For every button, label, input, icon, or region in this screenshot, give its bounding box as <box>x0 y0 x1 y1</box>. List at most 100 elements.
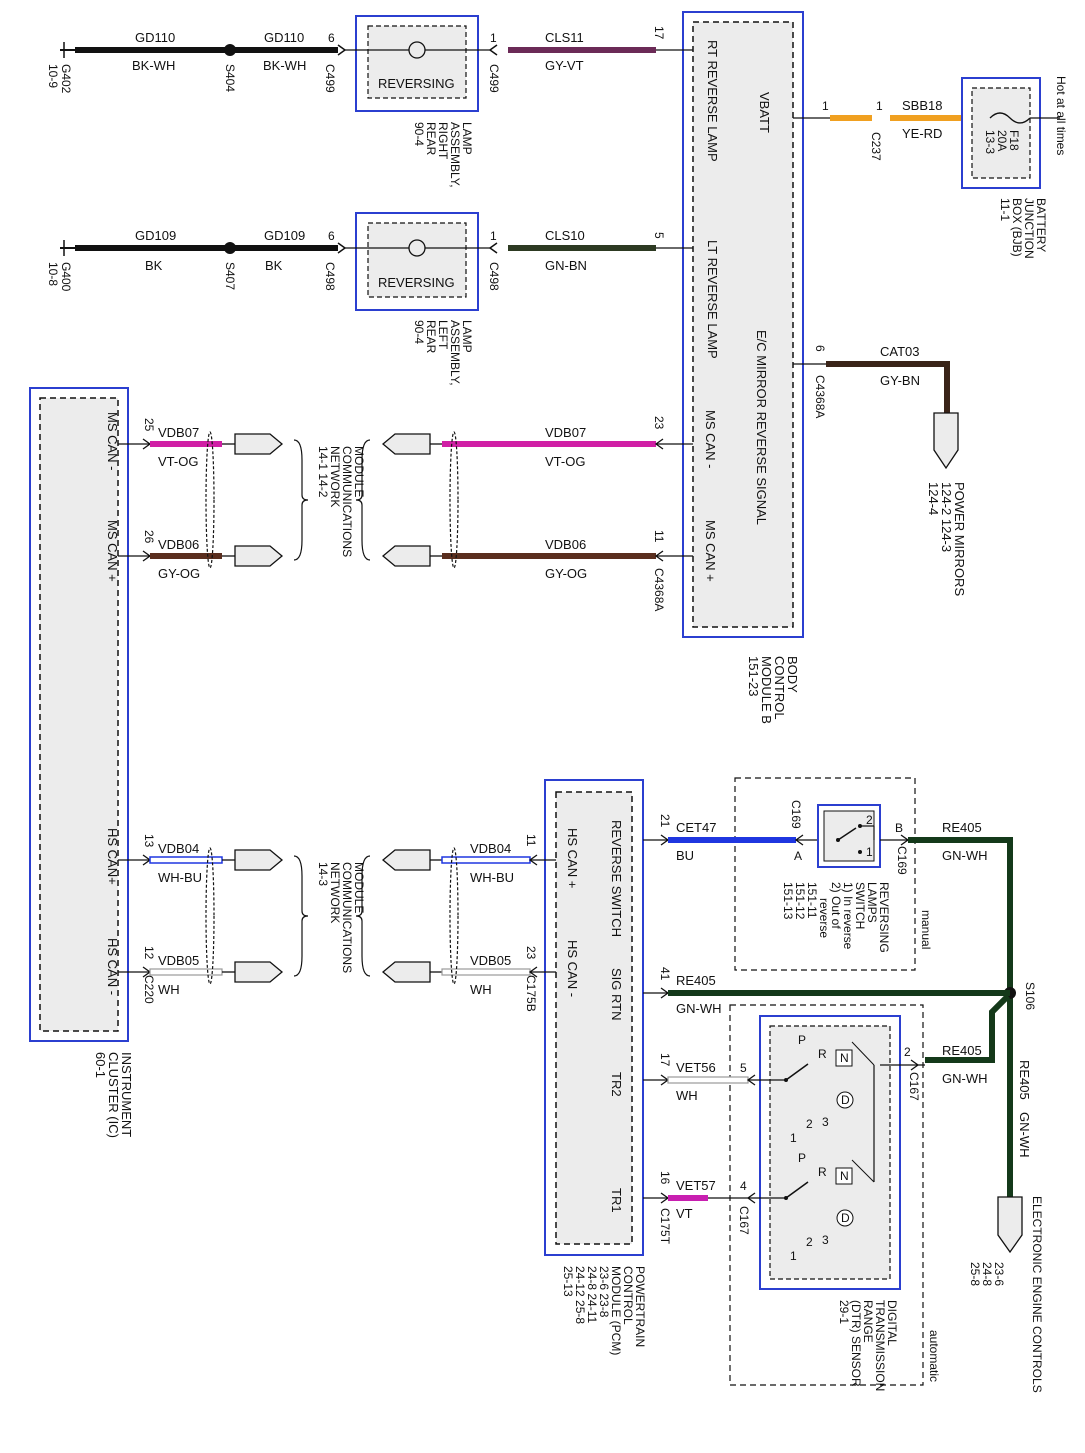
ground-g400-ref: 10-8 <box>46 262 60 286</box>
svg-text:LAMP: LAMP <box>460 122 474 155</box>
svg-text:INSTRUMENT: INSTRUMENT <box>119 1052 134 1137</box>
range-switch-lower: P R N D 3 2 1 <box>784 1151 875 1263</box>
svg-text:RE405: RE405 <box>1017 1060 1032 1100</box>
wire-vdb04-ic <box>149 856 223 864</box>
wire-vdb04-pcm <box>441 856 531 864</box>
svg-text:NETWORK: NETWORK <box>328 862 342 923</box>
svg-text:COMMUNICATIONS: COMMUNICATIONS <box>340 446 354 557</box>
svg-text:TRANSMISSION: TRANSMISSION <box>873 1300 887 1391</box>
reversing-lamps-switch: manual CET47 BU C169 A 2 1 B C169 REVERS… <box>643 777 933 971</box>
can-connector-icon <box>381 849 431 871</box>
svg-text:2) Out of: 2) Out of <box>829 882 843 929</box>
hot-at-all-times: Hot at all times <box>1054 76 1068 155</box>
svg-text:13-3: 13-3 <box>983 130 997 154</box>
svg-text:24-12 25-8: 24-12 25-8 <box>573 1266 587 1324</box>
svg-text:13: 13 <box>142 834 156 848</box>
ground-g402: G402 <box>59 64 73 94</box>
svg-text:25-8: 25-8 <box>968 1262 982 1286</box>
bcm-outline <box>682 11 804 638</box>
svg-text:GY-VT: GY-VT <box>545 58 584 73</box>
svg-text:MODULE (PCM): MODULE (PCM) <box>609 1266 623 1355</box>
lamp-right-body <box>367 25 467 99</box>
svg-text:VT-OG: VT-OG <box>158 454 198 469</box>
lamp-left-title: LAMP ASSEMBLY, LEFT REAR 90-4 <box>412 320 474 386</box>
svg-text:GN-WH: GN-WH <box>1017 1112 1032 1158</box>
svg-text:C499: C499 <box>323 64 337 93</box>
svg-text:90-4: 90-4 <box>412 122 426 146</box>
svg-text:LAMPS: LAMPS <box>865 882 879 923</box>
bcm-connector-label: C4368A <box>652 568 666 611</box>
svg-text:POWERTRAIN: POWERTRAIN <box>633 1266 647 1347</box>
svg-text:RIGHT: RIGHT <box>436 122 450 160</box>
bcm-pin-vbatt: VBATT <box>757 92 772 133</box>
can-connector-icon <box>381 961 431 983</box>
svg-text:C169: C169 <box>895 846 909 875</box>
svg-text:16: 16 <box>658 1171 672 1185</box>
svg-text:GY-OG: GY-OG <box>545 566 587 581</box>
svg-text:CLS11: CLS11 <box>545 30 584 45</box>
svg-text:6: 6 <box>328 229 335 243</box>
svg-text:REVERSE SWITCH: REVERSE SWITCH <box>609 820 624 937</box>
svg-text:HS CAN -: HS CAN - <box>565 940 580 997</box>
svg-text:C175B: C175B <box>524 975 538 1012</box>
can-connector-icon <box>381 433 431 455</box>
power-mirror-circuit: CAT03 GY-BN POWER MIRRORS 124-2 124-3 12… <box>793 344 967 596</box>
svg-text:26: 26 <box>142 530 156 544</box>
svg-text:CLS10: CLS10 <box>545 228 585 243</box>
svg-text:C498: C498 <box>487 262 501 291</box>
instrument-cluster: MS CAN - MS CAN + HS CAN+ HS CAN - 25 26… <box>29 387 156 1138</box>
svg-text:GY-BN: GY-BN <box>880 373 920 388</box>
svg-text:1: 1 <box>866 845 873 859</box>
lamp-left-outline <box>355 212 479 311</box>
svg-text:6: 6 <box>328 31 335 45</box>
svg-text:5: 5 <box>740 1061 747 1075</box>
svg-text:CONTROL: CONTROL <box>772 656 787 720</box>
power-mirrors-title: POWER MIRRORS 124-2 124-3 124-4 <box>926 482 967 596</box>
svg-text:WH: WH <box>158 982 180 997</box>
svg-text:P: P <box>798 1151 806 1165</box>
bcm-pin-ec-mirror: E/C MIRROR REVERSE SIGNAL <box>754 330 769 525</box>
svg-text:1: 1 <box>790 1131 797 1145</box>
svg-text:D: D <box>841 1211 850 1225</box>
wire-gd110-b <box>230 47 338 53</box>
bcm-pin-ms-can-minus: MS CAN - <box>703 410 718 469</box>
hs-network-label: MODULE COMMUNICATIONS NETWORK 14-3 <box>316 862 366 973</box>
bcm-connector-label-mirror: C4368A <box>813 375 827 418</box>
wire-gd109-b <box>230 245 338 251</box>
bcm-pin-23: 23 <box>652 416 666 430</box>
svg-text:1: 1 <box>790 1249 797 1263</box>
svg-text:1: 1 <box>490 31 497 45</box>
svg-text:GY-OG: GY-OG <box>158 566 200 581</box>
svg-text:151-23: 151-23 <box>746 656 761 696</box>
svg-text:3: 3 <box>822 1115 829 1129</box>
svg-text:151-11: 151-11 <box>805 882 819 919</box>
svg-text:VDB04: VDB04 <box>470 841 511 856</box>
bjb-body <box>971 87 1031 179</box>
lamp-right-title: LAMP ASSEMBLY, RIGHT REAR 90-4 <box>412 122 474 188</box>
svg-text:VT-OG: VT-OG <box>545 454 585 469</box>
svg-text:ASSEMBLY,: ASSEMBLY, <box>448 122 462 188</box>
svg-text:41: 41 <box>658 967 672 981</box>
bjb-outline <box>961 77 1041 189</box>
wire-vet56 <box>667 1076 749 1084</box>
svg-text:WH-BU: WH-BU <box>158 870 202 885</box>
svg-text:NETWORK: NETWORK <box>328 446 342 507</box>
svg-text:TR1: TR1 <box>609 1188 624 1213</box>
dtr-body <box>769 1025 891 1280</box>
svg-text:POWER MIRRORS: POWER MIRRORS <box>952 482 967 596</box>
ground-g400: G400 <box>59 262 73 292</box>
svg-text:C237: C237 <box>869 132 883 161</box>
switch-outline <box>817 804 881 868</box>
svg-text:24-8: 24-8 <box>980 1262 994 1286</box>
svg-text:124-2 124-3: 124-2 124-3 <box>939 482 954 552</box>
svg-text:VT: VT <box>676 1206 693 1221</box>
range-switch-upper: P R N D 3 2 1 <box>784 1033 875 1145</box>
svg-text:BU: BU <box>676 848 694 863</box>
svg-text:C175T: C175T <box>658 1208 672 1245</box>
svg-text:GD109: GD109 <box>135 228 176 243</box>
svg-text:RE405: RE405 <box>942 820 982 835</box>
body-control-module: RT REVERSE LAMP VBATT LT REVERSE LAMP E/… <box>652 11 827 724</box>
wire-cet47 <box>668 837 796 843</box>
eec-connector-icon <box>997 1196 1023 1254</box>
svg-text:BOX (BJB): BOX (BJB) <box>1010 198 1024 257</box>
